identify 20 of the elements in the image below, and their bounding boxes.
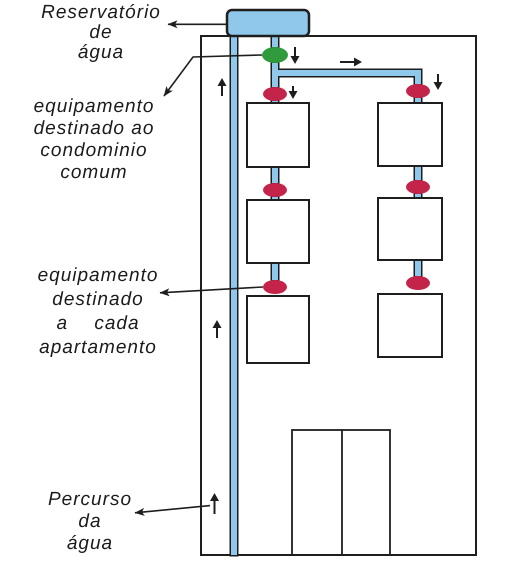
water-pipe bbox=[231, 36, 237, 555]
annotation-label: equipamento destinado a cada apartamento bbox=[36, 264, 160, 360]
water-meter bbox=[263, 280, 287, 294]
leader-arrow bbox=[160, 286, 264, 296]
water-tank bbox=[226, 8, 310, 38]
direction-arrow bbox=[210, 493, 219, 514]
water-meter bbox=[406, 84, 430, 98]
water-meter bbox=[263, 183, 287, 197]
annotation-label: Percurso da água bbox=[45, 489, 135, 555]
water-meter bbox=[406, 276, 430, 290]
annotation-label: equipamento destinado ao condominio comum bbox=[24, 96, 164, 184]
leader-arrow bbox=[134, 504, 210, 516]
water-meter bbox=[263, 87, 287, 101]
water-meter bbox=[262, 47, 288, 63]
water-pipe bbox=[272, 73, 278, 87]
water-pipe bbox=[272, 36, 278, 47]
leader-arrow bbox=[163, 54, 262, 96]
water-meter bbox=[406, 180, 430, 194]
leader-arrow bbox=[168, 20, 227, 28]
annotation-label: Reservatório de água bbox=[34, 3, 168, 63]
